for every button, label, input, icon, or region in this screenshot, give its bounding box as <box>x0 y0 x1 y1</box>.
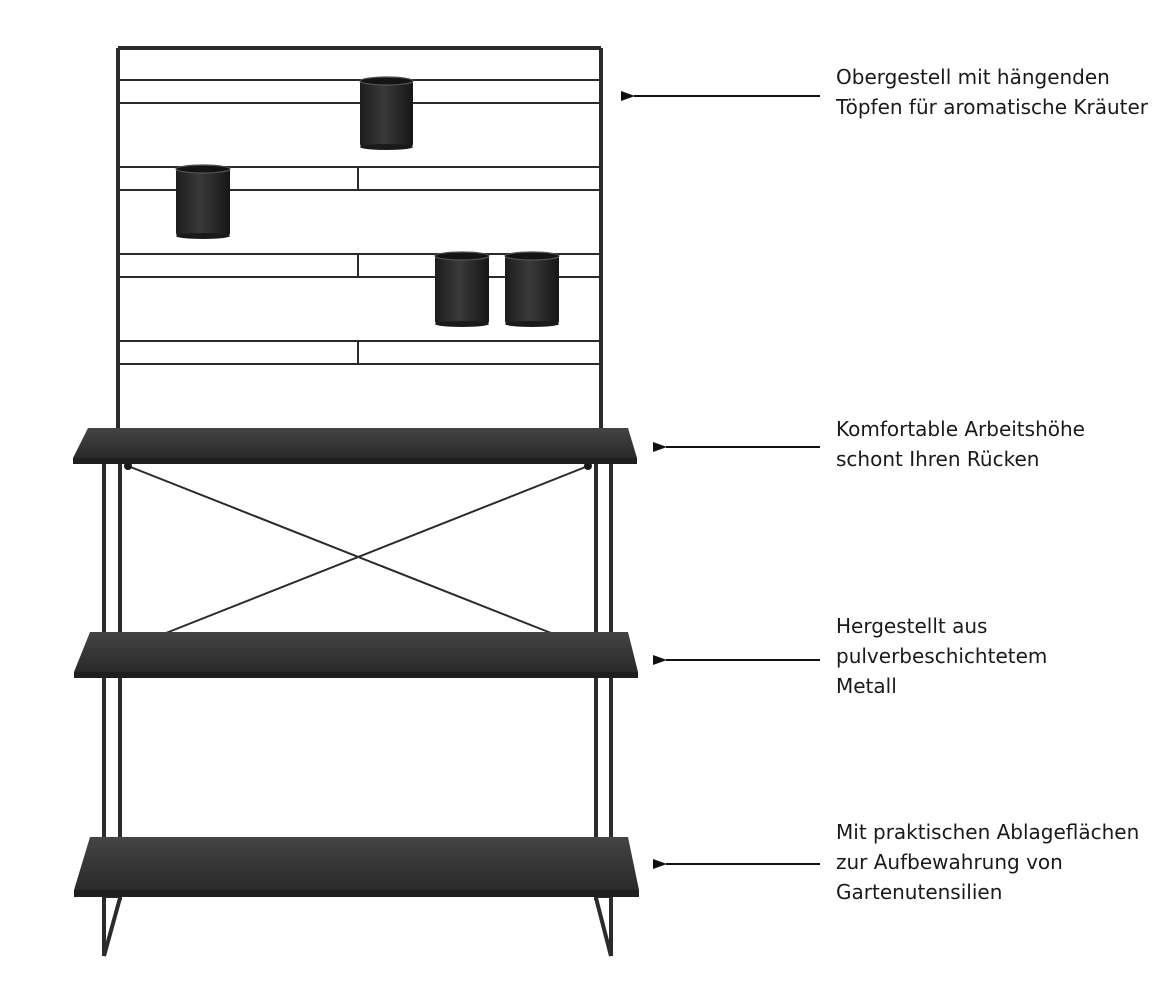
hanging-pot <box>434 251 490 327</box>
hanging-pot <box>504 251 560 327</box>
callout-worktop: Komfortable Arbeitshöhe schont Ihren Rüc… <box>836 414 1085 474</box>
callout-upper-frame: Obergestell mit hängenden Töpfen für aro… <box>836 62 1148 122</box>
callout-line: Töpfen für aromatische Kräuter <box>836 95 1149 119</box>
middle-shelf <box>74 632 638 678</box>
callout-line: pulverbeschichtetem <box>836 644 1048 668</box>
callout-line: Gartenutensilien <box>836 880 1003 904</box>
cross-brace <box>127 465 589 634</box>
callout-line: zur Aufbewahrung von <box>836 850 1063 874</box>
callout-line: Mit praktischen Ablageflächen <box>836 820 1140 844</box>
worktop-shelf <box>73 428 637 464</box>
hanging-pot <box>359 76 414 150</box>
callout-material: Hergestellt aus pulverbeschichtetem Meta… <box>836 611 1047 701</box>
callout-line: Komfortable Arbeitshöhe <box>836 417 1085 441</box>
callout-line: Metall <box>836 674 897 698</box>
callout-storage: Mit praktischen Ablageflächen zur Aufbew… <box>836 817 1139 907</box>
hanging-pot <box>175 164 231 239</box>
callout-line: Hergestellt aus <box>836 614 988 638</box>
bottom-shelf <box>74 837 639 897</box>
upper-frame <box>116 46 603 432</box>
callout-line: schont Ihren Rücken <box>836 447 1040 471</box>
callout-line: Obergestell mit hängenden <box>836 65 1110 89</box>
